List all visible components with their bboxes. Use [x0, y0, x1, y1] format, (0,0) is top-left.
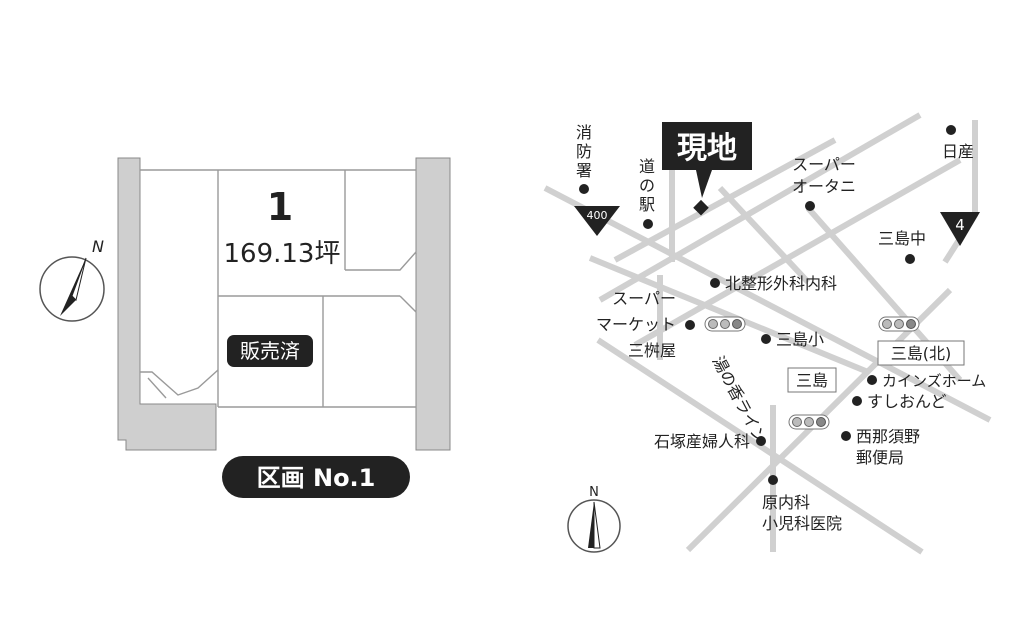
- poi-fire-station-3: 署: [576, 161, 592, 180]
- poi-hara-1: 原内科: [762, 493, 810, 512]
- poi-super-otani-1: スーパー: [792, 155, 856, 174]
- poi-super-market-2: マーケット: [596, 315, 676, 334]
- poi-nissan: 日産: [942, 142, 974, 161]
- route-4-icon: [940, 212, 980, 246]
- poi-hara-2: 小児科医院: [762, 514, 842, 533]
- site-label: 現地: [677, 131, 737, 166]
- poi-kita-seikei: 北整形外科内科: [725, 274, 837, 293]
- sold-badge: [227, 335, 313, 367]
- route-400-label: 400: [587, 209, 608, 222]
- poi-mishima-junior: 三島中: [878, 229, 926, 248]
- poi-super-market-1: スーパー: [612, 289, 676, 308]
- route-4-label: 4: [955, 216, 965, 234]
- poi-super-market-3: 三桝屋: [628, 341, 676, 360]
- map-compass-icon: N: [567, 485, 621, 553]
- mishima-box: [787, 367, 837, 393]
- lot-area: 169.13坪: [224, 239, 341, 269]
- poi-nishinasuno-post-1: 西那須野: [856, 427, 920, 446]
- poi-nishinasuno-post-2: 郵便局: [856, 448, 904, 467]
- poi-fire-station-1: 消: [576, 123, 592, 142]
- lot-number: 1: [267, 185, 293, 229]
- poi-sushiondo: すしおんど: [867, 392, 947, 411]
- map-compass-n: N: [589, 485, 599, 500]
- mishima-label: 三島: [796, 371, 828, 390]
- poi-mishima-elem: 三島小: [776, 330, 824, 349]
- poi-dots: [579, 125, 956, 485]
- site-marker: 現地: [662, 122, 752, 216]
- route-400-icon: [574, 206, 620, 236]
- poi-kainz: カインズホーム: [882, 372, 986, 390]
- traffic-signal-icon: [878, 316, 920, 332]
- poi-ishizuka: 石塚産婦人科: [654, 432, 750, 451]
- lot-boundaries: [140, 169, 417, 408]
- poi-super-otani-2: オータニ: [792, 177, 856, 196]
- left-road: [117, 157, 217, 451]
- traffic-signal-icon: [788, 414, 830, 430]
- sold-label: 販売済: [240, 339, 300, 363]
- access-map: 400 4 現地: [543, 112, 992, 555]
- poi-michinoeki-1: 道: [639, 157, 655, 176]
- poi-fire-station-2: 防: [576, 142, 592, 161]
- poi-michinoeki-3: 駅: [639, 195, 655, 214]
- section-pill: [222, 456, 410, 498]
- plot-compass-icon: N: [39, 237, 105, 322]
- mishima-kita-box: [877, 340, 965, 366]
- poi-michinoeki-2: の: [639, 176, 655, 195]
- traffic-signal-icon: [704, 316, 746, 332]
- mishima-kita-label: 三島(北): [891, 344, 952, 363]
- right-road: [415, 157, 451, 451]
- plot-compass-n: N: [92, 237, 104, 256]
- section-label: 区画 No.1: [257, 464, 376, 492]
- plot-diagram: 1 169.13坪 販売済 区画 No.1 N: [39, 157, 451, 498]
